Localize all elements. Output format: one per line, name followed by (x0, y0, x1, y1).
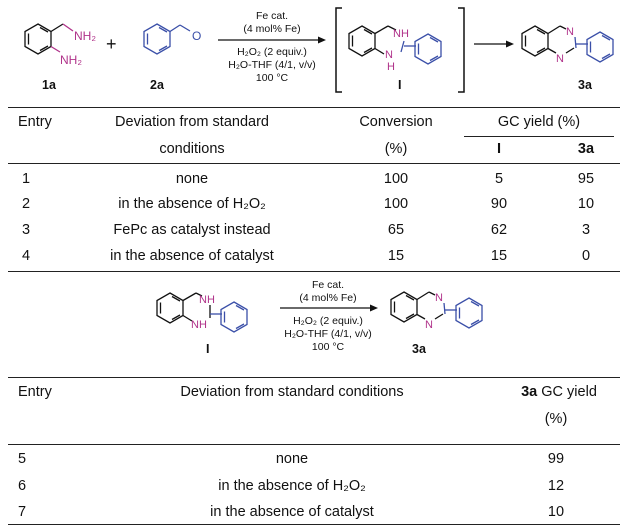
scheme2-condition-oxidant: H₂O₂ (2 equiv.) (293, 315, 363, 327)
compound-label-3a-scheme2: 3a (412, 342, 427, 356)
table2-header-yield: 3a GC yield (521, 383, 597, 401)
scheme2-condition-temperature: 100 °C (312, 341, 345, 353)
table1-header-deviation-cont: conditions (159, 141, 225, 157)
arrow-head-3-icon (370, 304, 378, 312)
table2-header-deviation: Deviation from standard conditions (180, 384, 404, 400)
n-label-3a-upper: N (566, 26, 574, 38)
nh-label-upper: NH (393, 28, 409, 40)
compound-label-3a: 3a (578, 78, 593, 92)
nh2-label-top: NH₂ (74, 29, 96, 43)
compound-label-I-scheme2: I (206, 342, 209, 356)
table1-row1-yield-I: 5 (494, 171, 504, 187)
table1-row2-deviation: in the absence of H₂O₂ (118, 196, 266, 212)
structure-2a (143, 23, 191, 55)
condition-loading: (4 mol% Fe) (243, 23, 300, 35)
condition-temperature: 100 °C (256, 72, 289, 84)
table1-gc-yield-rule (464, 136, 614, 137)
table2-bottom-rule (8, 524, 620, 525)
table1-row3-yield-I: 62 (490, 222, 508, 238)
scheme2-condition-catalyst: Fe cat. (312, 279, 344, 291)
table1-row3-deviation: FePc as catalyst instead (113, 222, 271, 238)
h-label-lower: H (387, 61, 395, 73)
reaction-scheme-2: NH NH I Fe cat. (4 mol% Fe) H₂O₂ (2 equi… (156, 279, 483, 356)
structure-I-scheme2 (156, 292, 248, 333)
arrow-head-2-icon (506, 40, 514, 48)
nh-label-scheme2-upper: NH (199, 294, 215, 306)
table2-row5-entry: 5 (18, 451, 27, 467)
table1-row4-yield-3a: 0 (581, 248, 591, 264)
plus-sign: + (106, 34, 117, 54)
table1-bottom-rule (8, 271, 620, 272)
table1-row4-entry: 4 (22, 248, 31, 264)
reaction-scheme-1: NH₂ NH₂ 1a + O 2a Fe cat. (4 mol% Fe) H₂… (24, 7, 614, 93)
table2-top-rule (8, 377, 620, 378)
table1-row1-yield-3a: 95 (577, 171, 595, 187)
table1-row4-conversion: 15 (387, 248, 405, 264)
table1-header-rule (8, 163, 620, 164)
n-label-lower: N (385, 49, 393, 61)
table2-header-rule (8, 444, 620, 445)
compound-label-1a: 1a (42, 78, 57, 92)
table2-row7-yield: 10 (547, 504, 565, 520)
nh2-label-bottom: NH₂ (60, 53, 82, 67)
nh-label-scheme2-lower: NH (191, 319, 207, 331)
table2-row5-yield: 99 (547, 451, 565, 467)
table2-header-entry: Entry (18, 384, 52, 400)
table1-header-sub-I: I (496, 141, 502, 157)
table1-header-conversion: Conversion (359, 114, 433, 130)
table1-row4-yield-I: 15 (490, 248, 508, 264)
table1-row1-entry: 1 (22, 171, 31, 187)
scheme2-condition-solvent: H₂O-THF (4/1, v/v) (284, 328, 372, 340)
table1-row2-yield-3a: 10 (577, 196, 595, 212)
table1-top-rule (8, 107, 620, 108)
aldehyde-oxygen-label: O (192, 29, 201, 43)
table1-header-gc-yield: GC yield (%) (497, 114, 581, 130)
condition-solvent: H₂O-THF (4/1, v/v) (228, 59, 316, 71)
structure-1a (24, 23, 74, 55)
table1-row3-yield-3a: 3 (581, 222, 591, 238)
n-label-3a-lower: N (556, 53, 564, 65)
compound-label-2a: 2a (150, 78, 165, 92)
table2-row7-entry: 7 (18, 504, 27, 520)
table2-header-yield-rest: GC yield (537, 384, 597, 400)
table2-row7-deviation: in the absence of catalyst (210, 504, 374, 520)
table2-row6-yield: 12 (547, 478, 565, 494)
table2-row5-deviation: none (275, 451, 309, 467)
table1-row1-conversion: 100 (383, 171, 409, 187)
table1-header-conversion-unit: (%) (384, 141, 408, 157)
scheme2-condition-loading: (4 mol% Fe) (299, 292, 356, 304)
structure-I (348, 25, 442, 65)
structure-3a (521, 25, 614, 63)
table2-header-yield-unit: (%) (544, 411, 568, 427)
table1-row2-conversion: 100 (383, 196, 409, 212)
table1-header-entry: Entry (18, 114, 52, 130)
bracket-left (335, 7, 342, 93)
n-label-scheme2-3a-upper: N (435, 292, 443, 304)
table1-row3-conversion: 65 (387, 222, 405, 238)
table1-row4-deviation: in the absence of catalyst (110, 248, 274, 264)
table2-row6-entry: 6 (18, 478, 27, 494)
table1-row1-deviation: none (175, 171, 209, 187)
structure-3a-scheme2 (390, 291, 483, 329)
table1-row2-yield-I: 90 (490, 196, 508, 212)
arrow-head-1-icon (318, 36, 326, 44)
table1-header-sub-3a: 3a (577, 141, 595, 157)
table1-row3-entry: 3 (22, 222, 31, 238)
table1-header-deviation: Deviation from standard (115, 114, 269, 130)
table2-header-yield-bold: 3a (521, 384, 538, 400)
table1-row2-entry: 2 (22, 196, 31, 212)
condition-oxidant: H₂O₂ (2 equiv.) (237, 46, 307, 58)
table2-row6-deviation: in the absence of H₂O₂ (218, 478, 366, 494)
condition-catalyst: Fe cat. (256, 10, 288, 22)
n-label-scheme2-3a-lower: N (425, 319, 433, 331)
compound-label-I: I (398, 78, 401, 92)
bracket-right (458, 7, 465, 93)
